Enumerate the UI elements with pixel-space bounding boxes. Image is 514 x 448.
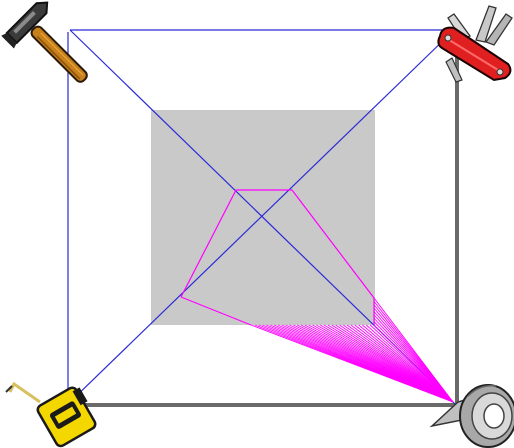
hammer-icon (1, 0, 104, 99)
swiss-army-knife-icon (438, 6, 512, 82)
diagonal-tr-bl (68, 32, 452, 404)
tape-measure-icon (6, 384, 101, 448)
